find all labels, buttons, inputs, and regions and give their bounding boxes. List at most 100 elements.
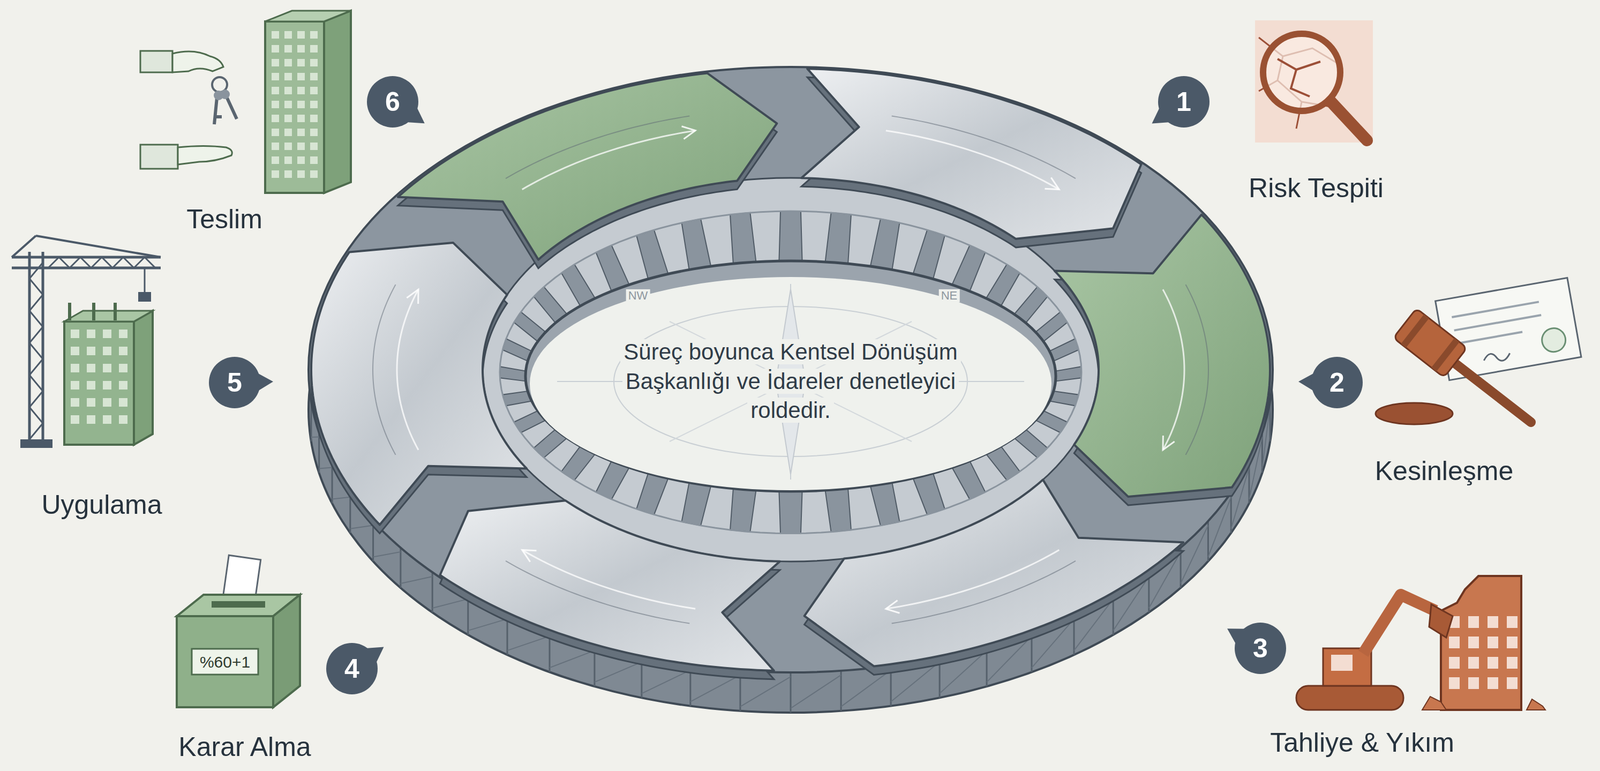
- callout-badge: 6Teslim: [366, 76, 419, 128]
- window: [284, 156, 292, 164]
- handover-icon-part: [265, 10, 351, 22]
- construction-icon-part: [48, 257, 156, 268]
- gavel-icon-part-part: [1393, 308, 1468, 378]
- window: [86, 397, 96, 407]
- compass-letter: NE: [939, 289, 960, 303]
- window: [297, 31, 305, 39]
- demolition-icon-part: [1440, 575, 1522, 710]
- construction-icon: [11, 235, 161, 448]
- ballot-label: %60+1: [197, 652, 253, 671]
- ring-lattice: [373, 551, 401, 557]
- ring-lattice: [400, 576, 433, 584]
- window: [284, 72, 292, 81]
- construction-icon-part: [20, 439, 53, 448]
- window: [271, 31, 280, 39]
- construction-icon-part: [35, 235, 161, 258]
- window: [284, 86, 292, 95]
- ring-strut: [790, 672, 792, 713]
- ballot-icon: [176, 554, 300, 708]
- badge-tails: [251, 101, 1320, 669]
- ring-strut: [431, 572, 434, 613]
- callout-number: 2: [1329, 369, 1345, 396]
- arrow-guide: [396, 289, 419, 450]
- arrow-guide: [505, 115, 690, 179]
- window: [297, 142, 305, 150]
- window: [1468, 636, 1479, 649]
- window: [297, 72, 305, 81]
- arrow-guide-head: [1044, 177, 1059, 190]
- callout-number: 5: [227, 369, 243, 396]
- gear-tooth: [636, 472, 668, 515]
- window: [70, 397, 80, 407]
- window: [1468, 656, 1479, 669]
- window: [297, 44, 305, 53]
- ring-lattice: [790, 674, 841, 709]
- construction-icon-part: [68, 302, 72, 321]
- window: [70, 380, 80, 390]
- handover-icon-part: [140, 50, 173, 73]
- window: [1506, 636, 1518, 649]
- window: [102, 329, 112, 338]
- window: [102, 363, 112, 373]
- window: [102, 397, 112, 407]
- construction-icon-part: [113, 302, 117, 321]
- gear-tooth: [870, 482, 900, 526]
- window: [310, 114, 318, 123]
- window: [1506, 677, 1518, 689]
- window: [1448, 677, 1460, 689]
- gear-tooth: [913, 472, 945, 515]
- ballot-icon-part: [176, 616, 274, 708]
- gavel-icon-part: [1393, 308, 1468, 378]
- window: [271, 114, 280, 123]
- arrow-segment: [311, 242, 527, 525]
- ballot-icon-part: [273, 594, 300, 708]
- risk-icon-part: [1330, 101, 1367, 141]
- handover-icon: [140, 10, 351, 193]
- window: [86, 363, 96, 373]
- window: [284, 142, 292, 150]
- construction-icon-part: [64, 321, 134, 445]
- window: [297, 128, 305, 137]
- window: [1487, 677, 1499, 689]
- window: [271, 142, 280, 150]
- gear-tooth: [1049, 338, 1079, 362]
- window: [310, 142, 318, 150]
- window: [310, 44, 318, 53]
- window: [284, 58, 292, 67]
- ring-lattice: [594, 661, 642, 682]
- center-note-ellipse: Süreç boyunca Kentsel Dönüşüm Başkanlığı…: [597, 337, 984, 426]
- window: [310, 100, 318, 109]
- step-title: Risk Tespiti: [1248, 173, 1384, 205]
- ring-top: [308, 66, 1273, 673]
- demolition-icon-part: [1526, 699, 1546, 710]
- arrow-guide: [891, 560, 1076, 624]
- ring-lattice: [840, 670, 891, 707]
- arrow-guide: [372, 284, 396, 455]
- handover-icon-part: [324, 10, 351, 193]
- window: [70, 329, 80, 338]
- callout-number: 1: [1176, 88, 1192, 116]
- center-hole-wall: [525, 260, 1056, 492]
- window: [118, 397, 128, 407]
- window: [102, 380, 112, 390]
- center-note: Süreç boyunca Kentsel Dönüşüm Başkanlığı…: [620, 339, 961, 423]
- ring-lattice: [740, 676, 791, 707]
- gear-tooth: [730, 488, 756, 532]
- construction-icon-part: [11, 235, 36, 258]
- window: [1468, 677, 1479, 689]
- window: [271, 44, 280, 53]
- window: [310, 86, 318, 95]
- arrow-guide-head: [885, 600, 900, 614]
- window: [118, 380, 128, 390]
- window: [310, 170, 318, 178]
- window: [271, 86, 280, 95]
- window: [1468, 616, 1479, 628]
- construction-icon-part: [92, 302, 96, 321]
- window: [284, 31, 292, 39]
- ring-strut: [840, 670, 843, 711]
- gear-tooth: [778, 211, 802, 261]
- demolition-icon: [1296, 575, 1546, 710]
- ring-lattice: [319, 467, 333, 469]
- handover-icon-part: [220, 89, 230, 100]
